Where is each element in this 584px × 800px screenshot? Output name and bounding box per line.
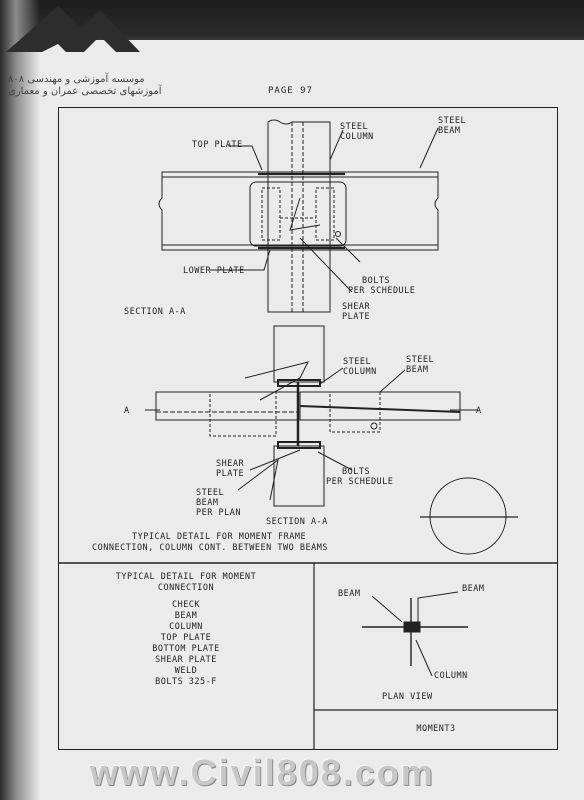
label-steel-beam-mid-1: STEEL — [406, 355, 435, 365]
binding-shadow — [0, 0, 40, 800]
notes-item: BOTTOM PLATE — [152, 644, 220, 654]
section-title-top: SECTION A-A — [124, 307, 186, 317]
label-top-plate: TOP PLATE — [192, 140, 243, 150]
plan-label-beam-right: BEAM — [462, 584, 485, 594]
logo-text-line1: موسسه آموزشی و مهندسی ۸۰۸ — [8, 74, 145, 85]
label-bolts-mid-1: BOLTS — [342, 467, 371, 477]
label-steel-column-top-2: COLUMN — [340, 132, 374, 142]
notes-title-2: CONNECTION — [157, 583, 215, 593]
notes-item: WELD — [174, 666, 198, 676]
label-shear-plate-top-1: SHEAR — [342, 302, 371, 312]
notes-item: BOLTS 325-F — [155, 677, 217, 687]
notes-item: SHEAR PLATE — [155, 655, 217, 665]
notes-item: CHECK — [171, 600, 201, 610]
label-steel-column-top-1: STEEL — [340, 122, 369, 132]
plan-label-beam-left: BEAM — [338, 589, 361, 599]
label-bolts-top-2: PER SCHEDULE — [348, 286, 416, 296]
label-shear-plate-top-2: PLATE — [342, 312, 371, 322]
beam-elevation — [158, 171, 439, 251]
notes-item: BEAM — [174, 611, 198, 621]
caption-line1: TYPICAL DETAIL FOR MOMENT FRAME — [132, 532, 307, 542]
plan-view-title: PLAN VIEW — [382, 692, 433, 702]
label-steel-beam-plan-2: BEAM — [196, 498, 219, 508]
label-bolts-mid-2: PER SCHEDULE — [326, 477, 394, 487]
notes-title-1: TYPICAL DETAIL FOR MOMENT — [115, 572, 257, 582]
label-a-right: A — [476, 406, 482, 416]
label-lower-plate: LOWER PLATE — [183, 266, 245, 276]
institute-logo — [6, 6, 140, 52]
label-steel-column-mid-2: COLUMN — [343, 367, 377, 377]
page-number: PAGE 97 — [268, 86, 313, 96]
notes-item: TOP PLATE — [160, 633, 212, 643]
notes-item: COLUMN — [169, 622, 203, 632]
logo-text-line2: آموزشهای تخصصی عمران و معماری — [8, 86, 162, 97]
column-elevation — [267, 119, 331, 313]
label-shear-plate-mid-2: PLATE — [216, 469, 245, 479]
label-steel-beam-top-1: STEEL — [438, 116, 467, 126]
label-bolts-top-1: BOLTS — [362, 276, 391, 286]
label-steel-beam-mid-2: BEAM — [406, 365, 429, 375]
label-steel-beam-plan-1: STEEL — [196, 488, 225, 498]
label-steel-beam-plan-3: PER PLAN — [196, 508, 241, 518]
drawing-name: MOMENT3 — [416, 724, 456, 734]
caption-line2: CONNECTION, COLUMN CONT. BETWEEN TWO BEA… — [92, 543, 328, 553]
label-shear-plate-mid-1: SHEAR — [216, 459, 245, 469]
plan-label-column: COLUMN — [434, 671, 468, 681]
section-title-mid: SECTION A-A — [266, 517, 328, 527]
label-a-left: A — [124, 406, 130, 416]
label-steel-column-mid-1: STEEL — [343, 357, 372, 367]
label-steel-beam-top-2: BEAM — [438, 126, 461, 136]
drawing-frame — [58, 107, 558, 750]
watermark: www.Civil808.com — [90, 752, 435, 793]
